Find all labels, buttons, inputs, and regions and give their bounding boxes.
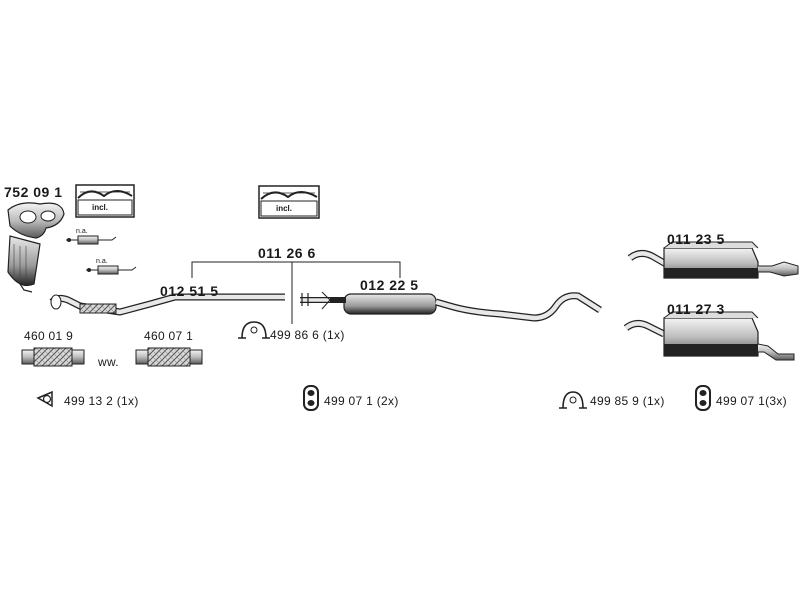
middle-silencer-part-number: 012 22 5 xyxy=(360,277,419,293)
rear-silencer-a xyxy=(627,241,799,279)
catalyst-part-number: 752 09 1 xyxy=(4,184,63,200)
clamp-mid-part-number: 499 86 6 (1x) xyxy=(270,328,345,342)
front-pipe xyxy=(49,293,285,316)
clamp-icon-rear xyxy=(559,391,587,409)
lambda-sensor-2 xyxy=(86,265,137,275)
lambda-sensor-1 xyxy=(66,235,117,245)
main-pipe-part-number: 011 26 6 xyxy=(258,245,316,261)
rear-silencer-b-part-number: 011 27 3 xyxy=(667,301,725,317)
incl-box-1 xyxy=(75,184,135,218)
flex-pipe-a xyxy=(21,347,85,367)
na-label-1: n.a. xyxy=(76,228,88,235)
clamp-icon-mid xyxy=(238,321,270,339)
rear-silencer-b xyxy=(623,311,795,361)
bracket-011-26-6 xyxy=(191,261,401,324)
middle-silencer xyxy=(300,291,602,322)
incl-label-1: incl. xyxy=(92,203,109,212)
gasket-icon xyxy=(36,390,53,408)
flex-pipe-b-part-number: 460 07 1 xyxy=(144,329,194,343)
incl-label-2: incl. xyxy=(276,204,293,213)
hanger-icon-rear xyxy=(695,385,711,411)
rear-silencer-a-part-number: 011 23 5 xyxy=(667,231,725,247)
catalyst-part xyxy=(7,202,65,293)
hanger-mid-part-number: 499 07 1 (2x) xyxy=(324,394,399,408)
incl-box-2 xyxy=(258,185,320,219)
clamp-rear-part-number: 499 85 9 (1x) xyxy=(590,394,665,408)
ww-note: ww. xyxy=(98,355,119,369)
hanger-rear-part-number: 499 07 1(3x) xyxy=(716,394,787,408)
na-label-2: n.a. xyxy=(96,258,108,265)
flex-pipe-a-part-number: 460 01 9 xyxy=(24,329,74,343)
gasket-part-number: 499 13 2 (1x) xyxy=(64,394,139,408)
front-pipe-part-number: 012 51 5 xyxy=(160,283,219,299)
hanger-icon-mid xyxy=(303,385,319,411)
flex-pipe-b xyxy=(135,347,203,367)
